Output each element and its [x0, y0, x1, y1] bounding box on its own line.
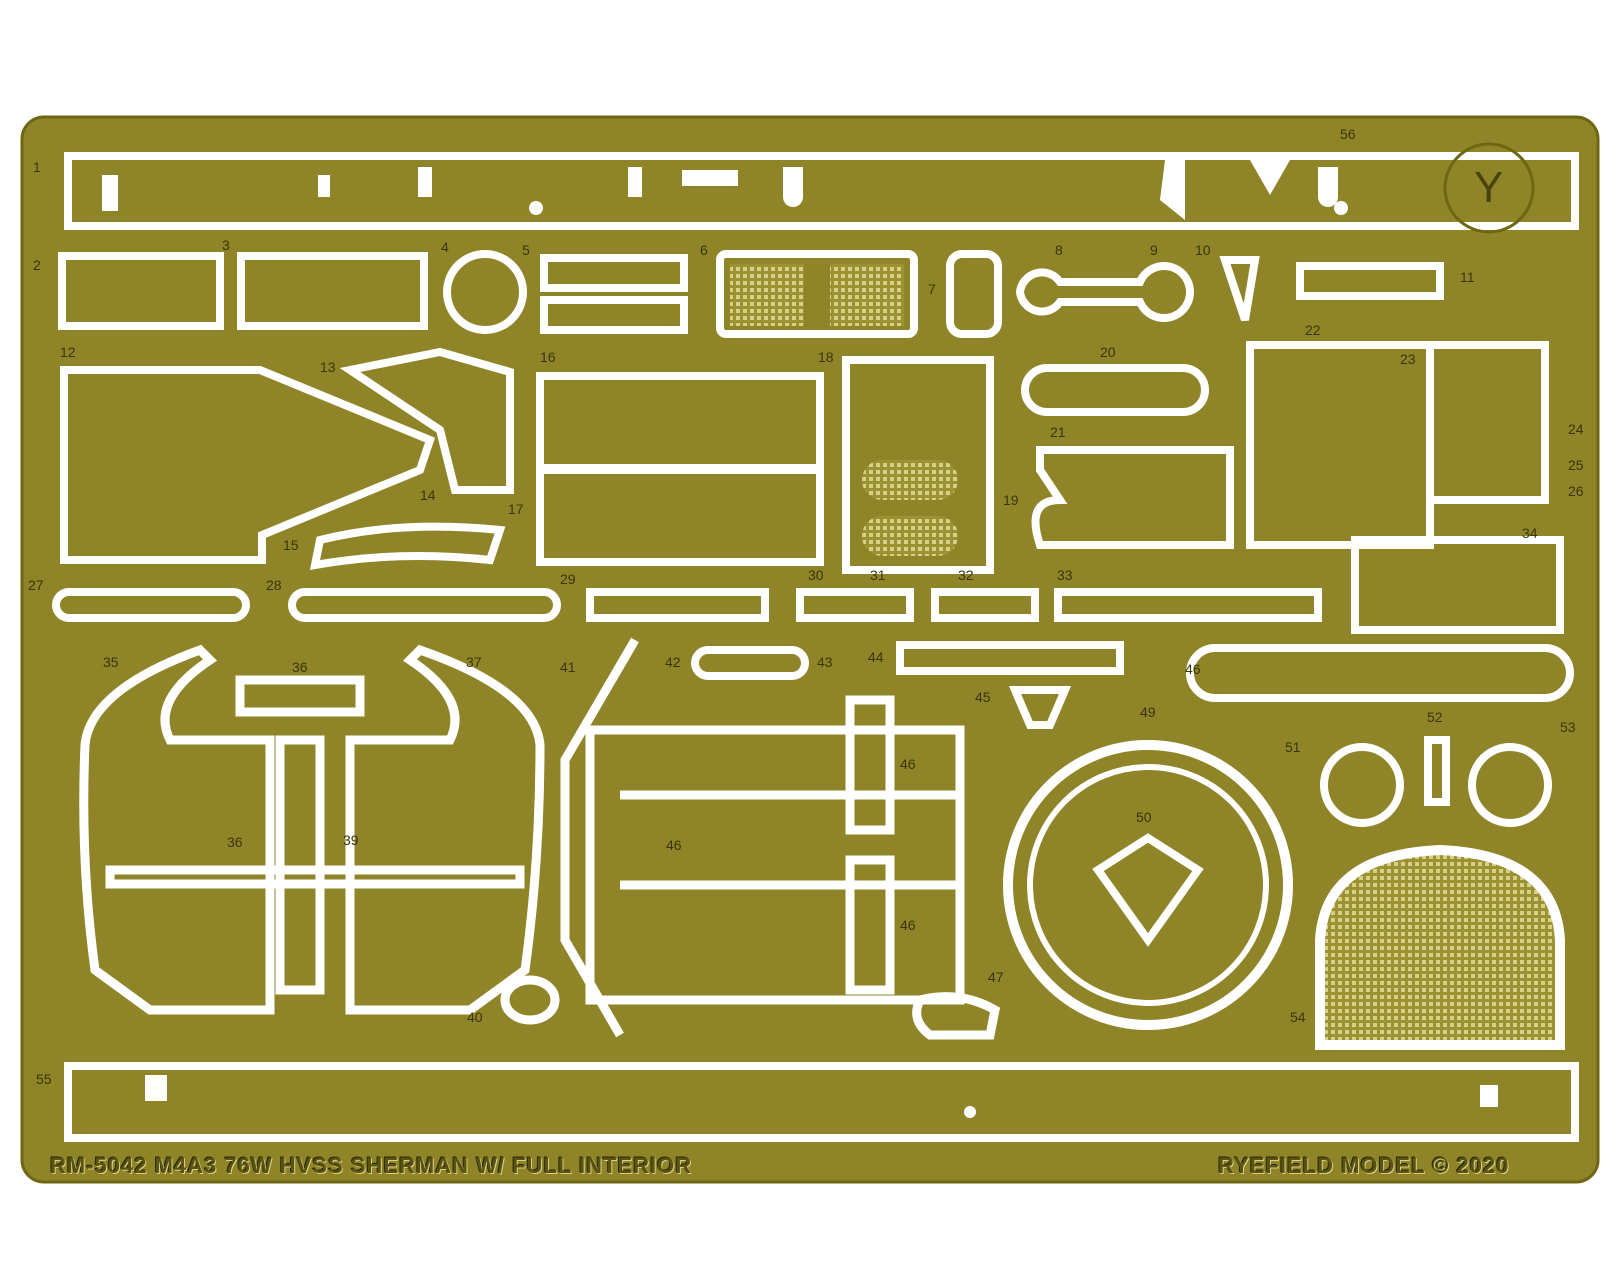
part-label: 28: [266, 577, 282, 593]
part-label: 8: [1055, 242, 1063, 258]
part-label: 39: [343, 832, 359, 848]
part-label: 56: [1340, 126, 1356, 142]
part-label: 52: [1427, 709, 1443, 725]
fret-letter: Y: [1474, 163, 1504, 212]
part-label: 15: [283, 537, 299, 553]
mesh-part-54: [1315, 844, 1565, 1050]
part-label: 5: [522, 242, 530, 258]
part-label: 33: [1057, 567, 1073, 583]
part-label: 46: [900, 756, 916, 772]
wheel-parts: [1186, 644, 1574, 702]
part-1-strip: [64, 152, 1579, 230]
part-label: 37: [466, 654, 482, 670]
part-label: 19: [1003, 492, 1019, 508]
part-label: 4: [441, 239, 449, 255]
part-label: 3: [222, 237, 230, 253]
part-label: 49: [1140, 704, 1156, 720]
part-label: 46: [900, 917, 916, 933]
part-label: 53: [1560, 719, 1576, 735]
part-label: 13: [320, 359, 336, 375]
part-label: 25: [1568, 457, 1584, 473]
part-label: 14: [420, 487, 436, 503]
part-label: 41: [560, 659, 576, 675]
part-label: 26: [1568, 483, 1584, 499]
part-label: 34: [1522, 525, 1538, 541]
part-label: 16: [540, 349, 556, 365]
part-label: 45: [975, 689, 991, 705]
part-label: 36: [227, 834, 243, 850]
part-label: 54: [1290, 1009, 1306, 1025]
part-label: 2: [33, 257, 41, 273]
row-2-parts: [58, 250, 1444, 338]
ring-parts-51-53: [1320, 736, 1552, 827]
part-label: 17: [508, 501, 524, 517]
part-label: 11: [1460, 269, 1475, 285]
row-4-parts: [52, 588, 1322, 729]
fret-letter-circle: [1443, 142, 1535, 234]
fret-plate-shade: [20, 115, 1600, 1184]
part-label: 47: [988, 969, 1004, 985]
part-label: 32: [958, 567, 974, 583]
part-label: 7: [928, 281, 936, 297]
part-label: 46: [666, 837, 682, 853]
part-label: 40: [467, 1009, 483, 1025]
part-label: 20: [1100, 344, 1116, 360]
part-label: 42: [665, 654, 681, 670]
part-55-strip: [64, 1062, 1579, 1142]
part-label: 30: [808, 567, 824, 583]
part-label: 1: [33, 159, 41, 175]
frame-parts-41-46: [500, 637, 1001, 1040]
part-label: 43: [817, 654, 833, 670]
part-label: 50: [1136, 809, 1152, 825]
part-label: 9: [1150, 242, 1158, 258]
part-label: 6: [700, 242, 708, 258]
part-label: 29: [560, 571, 576, 587]
part-label: 27: [28, 577, 44, 593]
part-label: 12: [60, 344, 76, 360]
part-label: 23: [1400, 351, 1416, 367]
part-label: 22: [1305, 322, 1321, 338]
part-label: 55: [36, 1071, 52, 1087]
part-label: 24: [1568, 421, 1584, 437]
part-label: 18: [818, 349, 834, 365]
part-label: 46: [1185, 661, 1201, 677]
maker-caption: RYEFIELD MODEL © 2020: [1218, 1153, 1510, 1178]
part-label: 21: [1050, 424, 1066, 440]
product-caption: RM-5042 M4A3 76W HVSS SHERMAN W/ FULL IN…: [50, 1153, 693, 1178]
part-label: 36: [292, 659, 308, 675]
part-label: 10: [1195, 242, 1211, 258]
part-label: 31: [870, 567, 886, 583]
frame-parts-35-39: [79, 644, 545, 1015]
row-3-parts: [60, 341, 1564, 634]
part-label: 35: [103, 654, 119, 670]
part-label: 51: [1285, 739, 1301, 755]
part-label: 44: [868, 649, 884, 665]
ring-part-49: [1003, 740, 1293, 1030]
